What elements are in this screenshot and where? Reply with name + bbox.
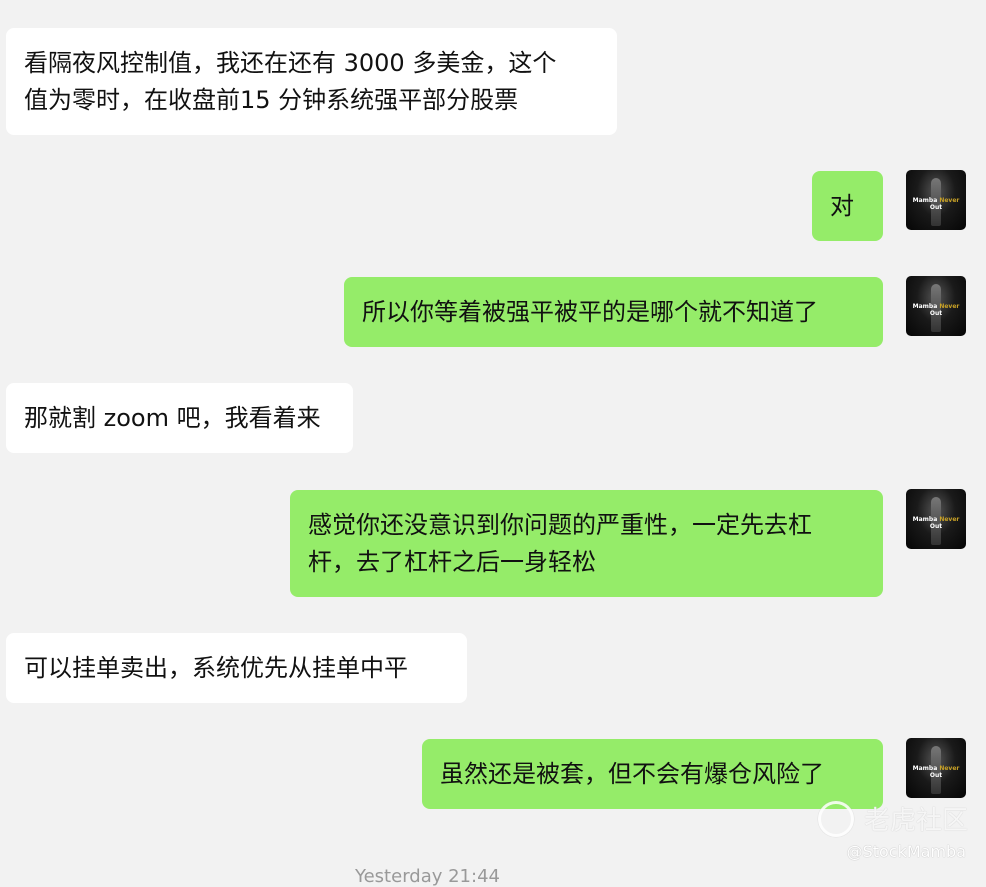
watermark-handle: @StockMamba	[846, 842, 966, 861]
tiger-logo-icon	[817, 800, 854, 837]
message-bubble[interactable]: 虽然还是被套，但不会有爆仓风险了	[422, 739, 883, 809]
message-bubble[interactable]: 看隔夜风控制值，我还在还有 3000 多美金，这个 值为零时，在收盘前15 分钟…	[6, 28, 617, 135]
message-bubble[interactable]: 对	[812, 171, 883, 241]
avatar[interactable]: Mamba Never Out	[906, 738, 966, 798]
message-bubble[interactable]: 感觉你还没意识到你问题的严重性，一定先去杠 杆，去了杠杆之后一身轻松	[290, 490, 883, 597]
message-bubble[interactable]: 那就割 zoom 吧，我看着来	[6, 383, 353, 453]
watermark-brand: 老虎社区	[863, 806, 968, 836]
message-bubble[interactable]: 所以你等着被强平被平的是哪个就不知道了	[344, 277, 883, 347]
watermark: 老虎社区	[817, 800, 968, 837]
avatar[interactable]: Mamba Never Out	[906, 276, 966, 336]
timestamp: Yesterday 21:44	[355, 866, 500, 887]
avatar[interactable]: Mamba Never Out	[906, 489, 966, 549]
message-bubble[interactable]: 可以挂单卖出，系统优先从挂单中平	[6, 633, 467, 703]
avatar[interactable]: Mamba Never Out	[906, 170, 966, 230]
